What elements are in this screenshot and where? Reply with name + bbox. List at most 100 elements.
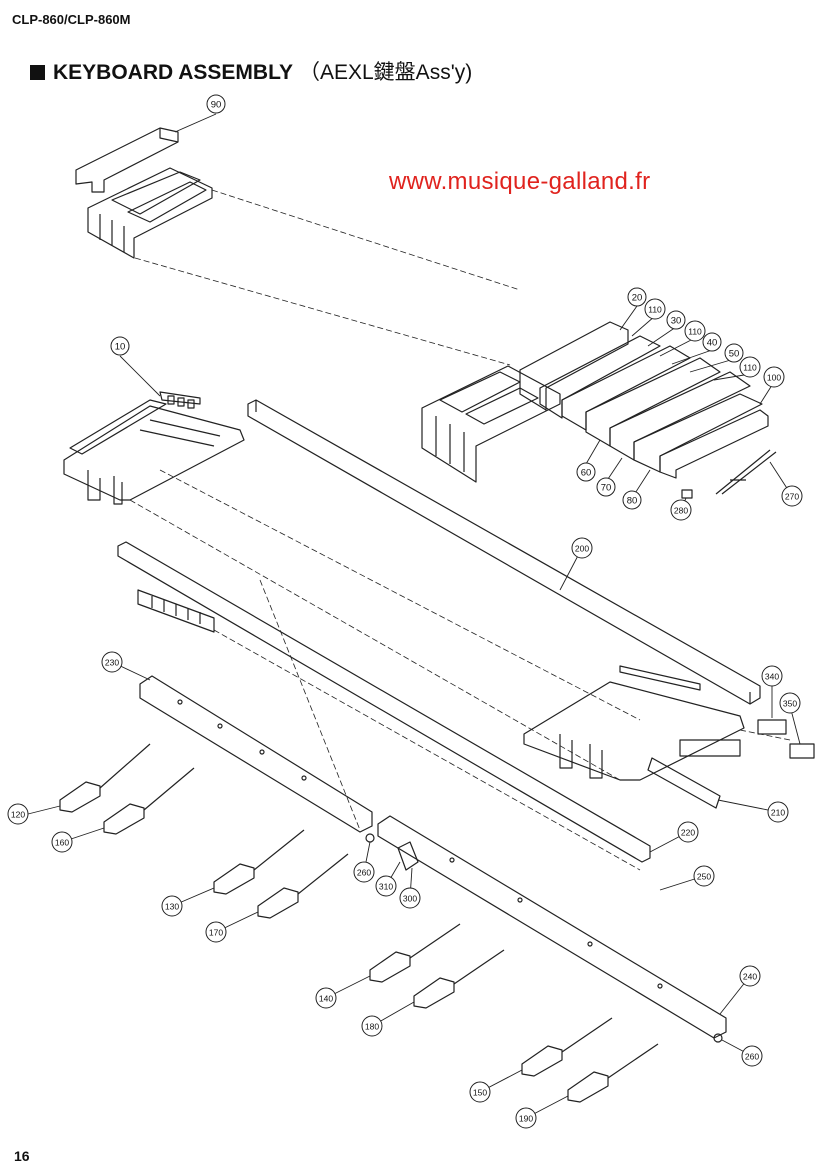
callout-circle — [515, 1107, 537, 1129]
key-stack-right-b — [519, 321, 769, 479]
hammer-120 — [59, 743, 151, 813]
leader-lines-lower — [129, 469, 791, 871]
connector-300-310 — [397, 841, 419, 871]
callout-label: 90 — [211, 100, 222, 111]
callout-50: 50 — [724, 343, 744, 363]
callout-label: 180 — [365, 1022, 379, 1032]
callout-90: 90 — [206, 94, 226, 114]
callout-label: 200 — [575, 544, 589, 554]
hammer-180 — [413, 949, 505, 1009]
hammer-140 — [369, 923, 461, 983]
page-number: 16 — [14, 1148, 30, 1164]
callout-circle — [741, 1045, 763, 1067]
callout-280: 280 — [670, 499, 692, 521]
callout-310: 310 — [375, 875, 397, 897]
callout-10: 10 — [110, 336, 130, 356]
callout-circle — [469, 1081, 491, 1103]
hammer-170 — [257, 853, 349, 919]
callout-110: 110 — [739, 356, 761, 378]
callout-circle — [622, 490, 642, 510]
callout-label: 50 — [729, 349, 740, 360]
callout-label: 270 — [785, 492, 799, 502]
callout-label: 240 — [743, 972, 757, 982]
callout-110: 110 — [644, 298, 666, 320]
callout-circle — [724, 343, 744, 363]
callout-350: 350 — [779, 692, 801, 714]
callout-190: 190 — [515, 1107, 537, 1129]
key-stack-left — [87, 167, 213, 259]
callout-circle — [702, 332, 722, 352]
callout-200: 200 — [571, 537, 593, 559]
callout-circle — [781, 485, 803, 507]
document-header: CLP-860/CLP-860M — [12, 12, 131, 27]
callout-240: 240 — [739, 965, 761, 987]
part-340 — [757, 719, 787, 735]
callout-circle — [779, 692, 801, 714]
callout-150: 150 — [469, 1081, 491, 1103]
callout-220: 220 — [677, 821, 699, 843]
callout-label: 60 — [581, 468, 592, 479]
callout-circle — [110, 336, 130, 356]
callout-label: 230 — [105, 658, 119, 668]
keyframe-left-10 — [63, 391, 245, 505]
pcb-240 — [377, 815, 727, 1039]
screw-260-b — [713, 1033, 723, 1043]
callout-label: 160 — [55, 838, 69, 848]
callout-circle — [739, 356, 761, 378]
callout-260: 260 — [353, 861, 375, 883]
callout-circle — [761, 665, 783, 687]
hammer-160 — [103, 767, 195, 835]
callout-260: 260 — [741, 1045, 763, 1067]
rail-250-left — [137, 589, 215, 633]
callout-label: 260 — [745, 1052, 759, 1062]
callout-340: 340 — [761, 665, 783, 687]
callout-circle — [670, 499, 692, 521]
callout-circle — [571, 537, 593, 559]
callout-circle — [399, 887, 421, 909]
callout-120: 120 — [7, 803, 29, 825]
callout-label: 340 — [765, 672, 779, 682]
callout-label: 300 — [403, 894, 417, 904]
callout-label: 100 — [767, 373, 781, 383]
callout-label: 210 — [771, 808, 785, 818]
callout-100: 100 — [763, 366, 785, 388]
callout-250: 250 — [693, 865, 715, 887]
callout-label: 140 — [319, 994, 333, 1004]
callout-230: 230 — [101, 651, 123, 673]
part-270 — [715, 449, 777, 495]
callout-circle — [644, 298, 666, 320]
callout-label: 110 — [743, 363, 757, 373]
title-main: KEYBOARD ASSEMBLY — [53, 61, 293, 84]
callout-label: 250 — [697, 872, 711, 882]
callout-circle — [677, 821, 699, 843]
title-sub: （AEXL鍵盤Ass'y) — [298, 61, 473, 84]
callout-circle — [51, 831, 73, 853]
callout-40: 40 — [702, 332, 722, 352]
callout-label: 120 — [11, 810, 25, 820]
pcb-230 — [139, 675, 373, 833]
callout-label: 130 — [165, 902, 179, 912]
callout-label: 220 — [681, 828, 695, 838]
watermark-url: www.musique-galland.fr — [389, 168, 651, 195]
bullet-square-icon — [30, 65, 45, 80]
callout-label: 10 — [115, 342, 126, 353]
callout-label: 280 — [674, 506, 688, 516]
callout-circle — [205, 921, 227, 943]
callout-label: 110 — [688, 327, 702, 337]
rail-200 — [247, 399, 761, 705]
callout-circle — [101, 651, 123, 673]
callout-110: 110 — [684, 320, 706, 342]
callout-circle — [666, 310, 686, 330]
callout-label: 310 — [379, 882, 393, 892]
key-part-90 — [75, 127, 179, 193]
callout-300: 300 — [399, 887, 421, 909]
callout-label: 150 — [473, 1088, 487, 1098]
callout-circle — [353, 861, 375, 883]
part-350 — [789, 743, 815, 759]
callout-label: 80 — [627, 496, 638, 507]
rail-210 — [647, 757, 721, 809]
callout-circle — [693, 865, 715, 887]
section-title: KEYBOARD ASSEMBLY（AEXL鍵盤Ass'y) — [30, 56, 472, 86]
hammer-130 — [213, 829, 305, 895]
